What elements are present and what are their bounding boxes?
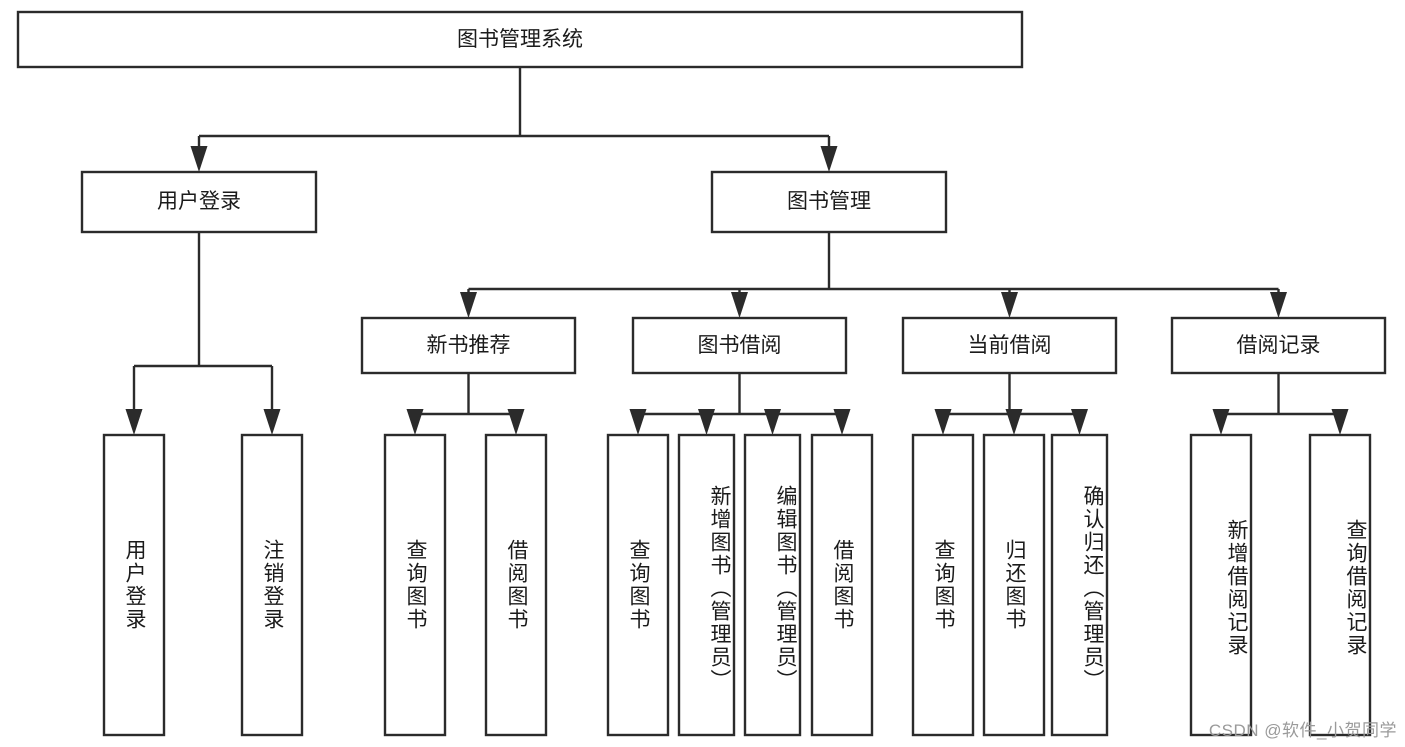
edge-layer <box>125 67 1349 435</box>
node-box-leaf-query-book-1[interactable] <box>383 433 447 737</box>
edge-group-current-borrow <box>934 373 1088 435</box>
edge-arrowhead <box>764 409 781 435</box>
edge-arrowhead <box>1270 292 1287 318</box>
node-box-borrow-record[interactable] <box>1170 316 1387 375</box>
node-box-leaf-borrow-book-2[interactable] <box>810 433 874 737</box>
edge-arrowhead <box>507 409 525 435</box>
edge-arrowhead <box>406 409 424 435</box>
node-box-leaf-edit-book[interactable] <box>743 433 802 737</box>
edge-arrowhead <box>1071 409 1088 435</box>
edge-arrowhead <box>698 409 715 435</box>
node-box-leaf-add-book[interactable] <box>677 433 736 737</box>
node-box-leaf-user-login[interactable] <box>102 433 166 737</box>
node-box-leaf-confirm-ret[interactable] <box>1050 433 1109 737</box>
edge-group-borrow-record <box>1212 373 1349 435</box>
edge-arrowhead <box>1331 409 1349 435</box>
node-box-leaf-borrow-book-1[interactable] <box>484 433 548 737</box>
edge-group-user-login <box>125 232 281 435</box>
edge-group-book-manage <box>460 232 1287 318</box>
edge-group-book-borrow <box>629 373 851 435</box>
edge-arrowhead <box>460 292 477 318</box>
edge-group-root <box>190 67 838 172</box>
node-box-leaf-return-book[interactable] <box>982 433 1046 737</box>
edge-arrowhead <box>934 409 952 435</box>
node-box-leaf-user-logout[interactable] <box>240 433 304 737</box>
node-box-book-borrow[interactable] <box>631 316 848 375</box>
edge-arrowhead <box>731 292 748 318</box>
node-box-leaf-query-book-3[interactable] <box>911 433 975 737</box>
edge-arrowhead <box>1005 409 1023 435</box>
edge-arrowhead <box>820 146 838 172</box>
edge-arrowhead <box>1212 409 1230 435</box>
node-box-root[interactable] <box>16 10 1024 69</box>
edge-arrowhead <box>263 409 281 435</box>
watermark-text: CSDN @软件_小贺同学 <box>1208 721 1397 740</box>
node-box-user-login[interactable] <box>80 170 318 234</box>
node-box-new-book-rec[interactable] <box>360 316 577 375</box>
edge-arrowhead <box>190 146 208 172</box>
node-layer <box>16 10 1387 737</box>
node-box-leaf-add-record[interactable] <box>1189 433 1253 737</box>
node-box-leaf-query-record[interactable] <box>1308 433 1372 737</box>
edge-arrowhead <box>629 409 647 435</box>
node-box-current-borrow[interactable] <box>901 316 1118 375</box>
edge-arrowhead <box>833 409 851 435</box>
node-box-leaf-query-book-2[interactable] <box>606 433 670 737</box>
edge-group-new-book-rec <box>406 373 525 435</box>
edge-arrowhead <box>1001 292 1018 318</box>
node-box-book-manage[interactable] <box>710 170 948 234</box>
edge-arrowhead <box>125 409 143 435</box>
